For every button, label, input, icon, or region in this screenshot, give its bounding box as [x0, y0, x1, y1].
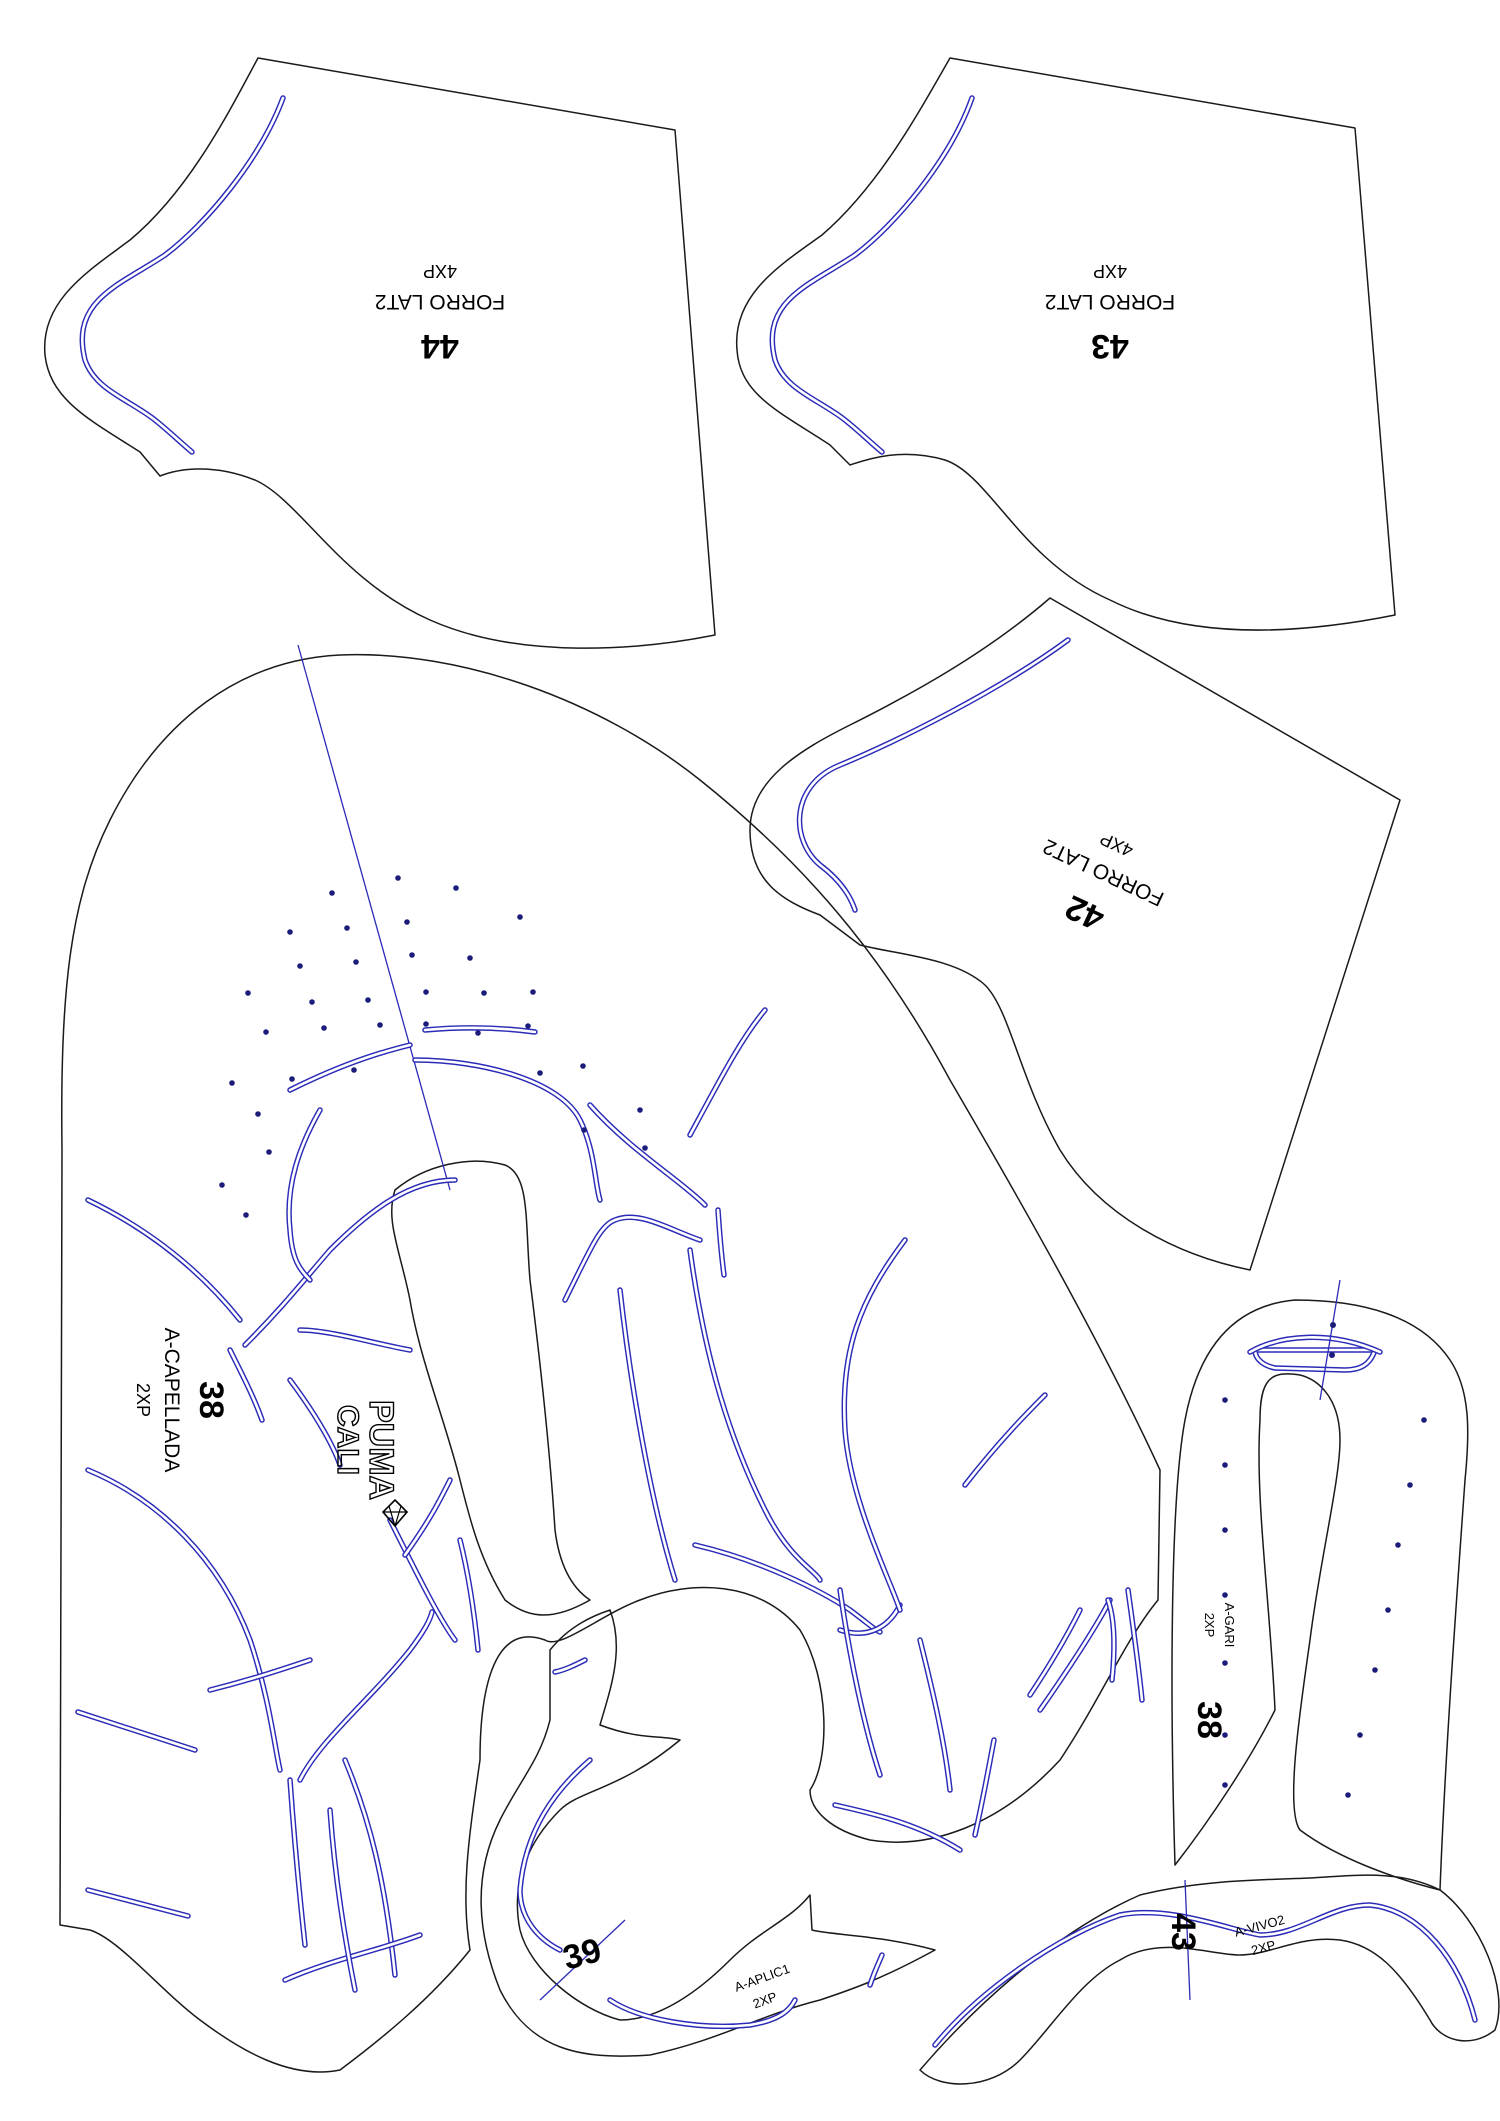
perforation-dot	[517, 914, 523, 920]
piece-forro-lat2-44[interactable]: 44 FORRO LAT2 4XP	[44, 57, 716, 649]
perforation-dot	[1372, 1667, 1378, 1673]
piece-number: 43	[1164, 1913, 1202, 1951]
perforation-dot	[637, 1107, 643, 1113]
piece-a-vivo2-43[interactable]: 43 A-VIVO2 2XP	[919, 1874, 1500, 2085]
perforation-dots	[219, 875, 648, 1218]
perforation-dot	[475, 1030, 481, 1036]
piece-forro-lat2-43[interactable]: 43 FORRO LAT2 4XP	[736, 57, 1396, 631]
perforation-dot	[453, 885, 459, 891]
piece-number: 43	[1091, 327, 1129, 365]
perforation-dot	[353, 959, 359, 965]
piece-qty: 2XP	[1249, 1937, 1277, 1958]
piece-qty: 2XP	[133, 1383, 153, 1417]
perforation-dot	[1222, 1592, 1228, 1598]
gari-dots	[1222, 1397, 1427, 1798]
perforation-dot	[344, 925, 350, 931]
piece-name: FORRO LAT2	[375, 290, 505, 313]
perforation-dot	[642, 1145, 648, 1151]
perforation-dot	[219, 1182, 225, 1188]
perforation-dot	[1222, 1527, 1228, 1533]
piece-number: 42	[1060, 887, 1110, 937]
piece-qty: 2XP	[751, 1989, 779, 2012]
puma-cali-logo: PUMA CALI	[330, 1399, 400, 1501]
perforation-dot	[1345, 1792, 1351, 1798]
logo-line2: CALI	[331, 1405, 364, 1475]
perforation-dot	[467, 955, 473, 961]
piece-a-capellada-38[interactable]: PUMA CALI 38 A-CAPELLADA 2XP	[59, 644, 1161, 2073]
perforation-dot	[581, 1127, 587, 1133]
piece-qty: 4XP	[1093, 261, 1127, 281]
perforation-dot	[1407, 1482, 1413, 1488]
piece-number: 38	[192, 1381, 230, 1419]
perforation-dot	[1357, 1732, 1363, 1738]
piece-name: A-APLIC1	[732, 1961, 791, 1995]
perforation-dot	[365, 997, 371, 1003]
perforation-dot	[1222, 1462, 1228, 1468]
piece-a-aplic1-39[interactable]: 39 A-APLIC1 2XP	[480, 1609, 936, 2057]
piece-name: A-GARI	[1222, 1603, 1237, 1648]
perforation-dot	[309, 999, 315, 1005]
perforation-dot	[297, 963, 303, 969]
piece-qty: 4XP	[1097, 828, 1136, 861]
perforation-dot	[351, 1067, 357, 1073]
piece-number: 44	[421, 327, 459, 365]
piece-a-gari-38[interactable]: A-GARI 2XP 38	[1171, 1279, 1469, 1891]
perforation-dot	[423, 1021, 429, 1027]
piece-number: 39	[559, 1931, 605, 1977]
piece-name: A-CAPELLADA	[160, 1328, 183, 1473]
piece-forro-lat2-42[interactable]: 42 FORRO LAT2 4XP	[749, 597, 1401, 1271]
perforation-dot	[1222, 1660, 1228, 1666]
perforation-dot	[255, 1111, 261, 1117]
perforation-dot	[263, 1029, 269, 1035]
perforation-dot	[1222, 1782, 1228, 1788]
perforation-dot	[525, 1023, 531, 1029]
diamond-logo-icon	[381, 1498, 409, 1528]
perforation-dot	[329, 890, 335, 896]
perforation-dot	[287, 929, 293, 935]
piece-qty: 2XP	[1202, 1613, 1217, 1638]
perforation-dot	[377, 1022, 383, 1028]
perforation-dot	[1395, 1542, 1401, 1548]
piece-name: FORRO LAT2	[1045, 290, 1175, 313]
perforation-dot	[404, 919, 410, 925]
perforation-dot	[409, 952, 415, 958]
capellada-grooves	[75, 1007, 1145, 1993]
perforation-dot	[321, 1025, 327, 1031]
perforation-dot	[1222, 1397, 1228, 1403]
centre-guide-line	[297, 644, 451, 1191]
perforation-dot	[1385, 1607, 1391, 1613]
piece-qty: 4XP	[423, 261, 457, 281]
perforation-dot	[580, 1063, 586, 1069]
piece-number: 38	[1190, 1701, 1228, 1739]
perforation-dot	[481, 990, 487, 996]
perforation-dot	[1421, 1417, 1427, 1423]
perforation-dot	[266, 1149, 272, 1155]
perforation-dot	[243, 1212, 249, 1218]
perforation-dot	[423, 989, 429, 995]
perforation-dot	[289, 1076, 295, 1082]
perforation-dot	[537, 1070, 543, 1076]
perforation-dot	[395, 875, 401, 881]
perforation-dot	[530, 989, 536, 995]
perforation-dot	[229, 1080, 235, 1086]
logo-line1: PUMA	[362, 1400, 400, 1500]
perforation-dot	[245, 990, 251, 996]
perforation-dot	[1222, 1732, 1228, 1738]
